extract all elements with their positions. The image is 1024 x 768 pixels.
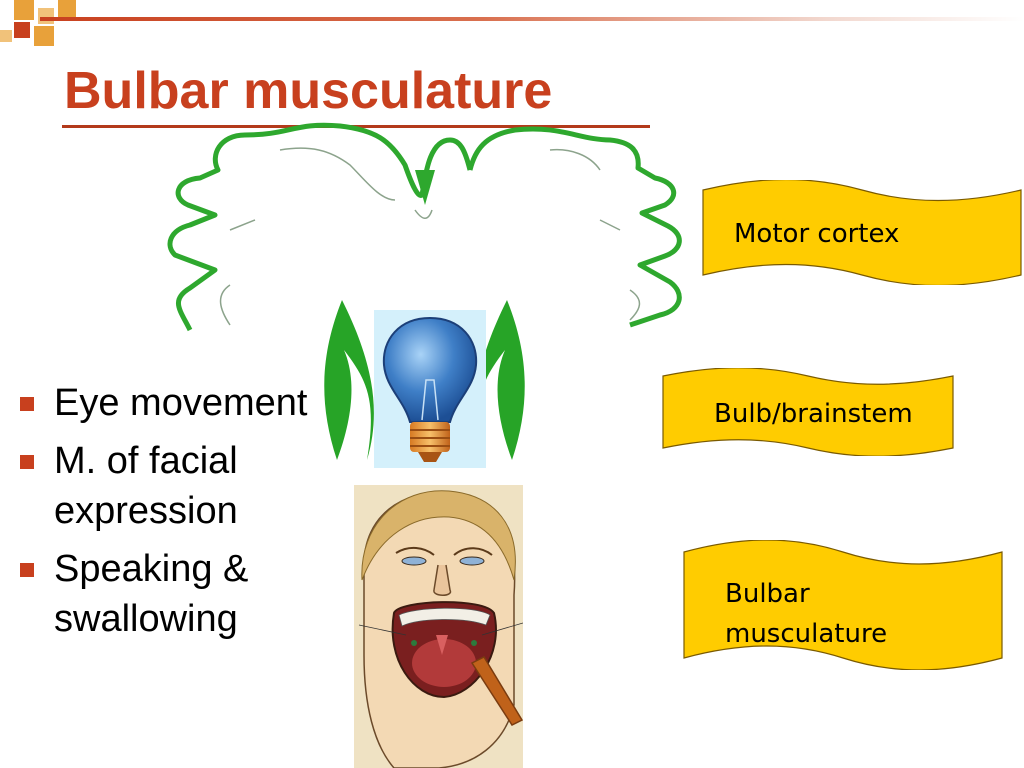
bullet-square-icon <box>20 563 34 577</box>
open-mouth-illustration-icon <box>358 490 523 768</box>
banner-shape <box>702 180 1022 285</box>
brainstem-leaves-icon <box>324 300 525 460</box>
bullet-list: Eye movement M. of facial expression Spe… <box>18 378 318 652</box>
slide-title: Bulbar musculature <box>64 62 553 120</box>
brain-outline-icon <box>167 122 682 332</box>
banner-shape <box>683 540 1003 670</box>
banner-shape <box>662 368 954 456</box>
light-bulb-icon <box>382 316 478 462</box>
banner-label-line1: Bulbar <box>725 579 810 609</box>
banner-label: Bulb/brainstem <box>714 399 913 429</box>
bullet-text: Speaking & swallowing <box>54 548 249 640</box>
bullet-text: M. of facial expression <box>54 440 238 532</box>
banner-motor-cortex: Motor cortex <box>702 180 1022 285</box>
bullet-item-speaking-swallowing: Speaking & swallowing <box>18 544 318 644</box>
bullet-square-icon <box>20 397 34 411</box>
decorative-squares-icon <box>0 0 80 60</box>
bullet-item-facial-expression: M. of facial expression <box>18 436 318 536</box>
banner-label-line2: musculature <box>725 619 888 649</box>
banner-label: Motor cortex <box>734 219 900 249</box>
top-decorative-bar <box>40 17 1024 21</box>
banner-bulb-brainstem: Bulb/brainstem <box>662 368 954 456</box>
bullet-text: Eye movement <box>54 382 308 424</box>
bullet-item-eye-movement: Eye movement <box>18 378 318 428</box>
bullet-square-icon <box>20 455 34 469</box>
banner-bulbar-musculature: Bulbar musculature <box>683 540 1003 670</box>
